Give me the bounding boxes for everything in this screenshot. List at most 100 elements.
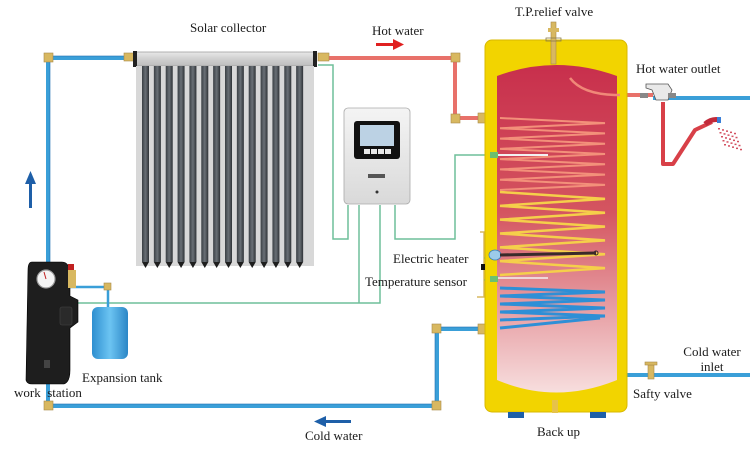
label-work-station: work station <box>14 385 82 400</box>
safety-relief-valve <box>68 270 76 288</box>
tube-tip <box>284 262 292 268</box>
tube-tip <box>260 262 268 268</box>
spray-drop <box>736 147 738 150</box>
vacuum-tube <box>177 66 185 262</box>
controller-lcd <box>360 125 394 146</box>
vacuum-tube <box>201 66 209 262</box>
tube-tip <box>142 262 149 268</box>
tube-tip <box>248 262 256 268</box>
shower-hose <box>661 102 713 166</box>
vacuum-tubes <box>142 66 304 268</box>
expansion-tank <box>92 307 128 359</box>
tank-foot <box>508 412 524 418</box>
water-spray-icon <box>718 128 742 151</box>
faucet-body <box>645 83 673 101</box>
elbow-fitting <box>431 323 442 334</box>
label-cold-water-inlet-1: Cold water <box>683 344 741 359</box>
electric-heater-element <box>499 251 597 257</box>
spray-drop <box>734 143 737 146</box>
coil-segment <box>499 286 606 322</box>
station-switch <box>44 360 50 368</box>
label-cold-water-inlet-2: inlet <box>700 359 724 374</box>
label-electric-heater: Electric heater <box>393 251 469 266</box>
tube-tip <box>236 262 244 268</box>
spray-drop <box>718 128 720 130</box>
label-solar-collector: Solar collector <box>190 20 267 35</box>
vacuum-tube <box>296 66 304 262</box>
hot-water-arrow-icon <box>376 39 404 50</box>
collector-header <box>133 51 317 67</box>
spray-drop <box>726 141 729 143</box>
pump-wire <box>32 205 381 304</box>
label-cold-water: Cold water <box>305 428 363 443</box>
spray-drop <box>725 137 727 139</box>
label-hot-water-outlet: Hot water outlet <box>636 61 721 76</box>
mixing-faucet <box>640 83 676 101</box>
faucet-cold-inlet <box>668 93 676 98</box>
tube-tip <box>189 262 197 268</box>
hot-draw-tube <box>569 77 620 97</box>
lower-heat-coil <box>499 286 606 330</box>
spray-drop <box>723 133 726 135</box>
work-station <box>25 261 79 385</box>
safety-valve <box>647 364 655 380</box>
backup-drain <box>552 400 558 413</box>
tube-tip <box>177 262 185 268</box>
storage-tank <box>481 21 628 418</box>
vacuum-tube <box>153 66 161 262</box>
label-back-up: Back up <box>537 424 580 439</box>
coil-segment <box>499 117 606 191</box>
tube-tip <box>225 262 232 268</box>
spray-drop <box>729 138 731 140</box>
vacuum-tube <box>142 66 149 262</box>
tube-tip <box>153 262 161 268</box>
shower-head <box>703 117 742 151</box>
elbow-fitting <box>450 113 461 124</box>
spray-drop <box>730 142 733 144</box>
elbow-fitting <box>431 400 442 411</box>
spray-drop <box>719 132 722 134</box>
return-up-arrow-icon <box>25 171 36 208</box>
pump-housing <box>59 306 73 326</box>
label-expansion-tank: Expansion tank <box>82 370 163 385</box>
elbow-fitting <box>43 400 54 411</box>
solar-controller <box>343 107 411 205</box>
label-hot-water: Hot water <box>372 23 424 38</box>
vacuum-tube <box>272 66 280 262</box>
label-safety-valve: Safty valve <box>633 386 692 401</box>
collector-sensor-wire <box>318 64 349 240</box>
tp-relief-valve <box>550 21 557 65</box>
flow-arrows <box>25 39 404 427</box>
spray-drop <box>722 129 724 131</box>
lower-temperature-probe <box>490 276 498 282</box>
spray-drop <box>726 130 728 132</box>
upper-heat-coil <box>499 117 606 191</box>
spray-drop <box>733 139 735 142</box>
spray-drop <box>737 140 739 143</box>
spray-drop <box>738 144 741 147</box>
spray-drop <box>734 132 736 135</box>
vacuum-tube <box>165 66 173 262</box>
spray-drop <box>731 135 734 138</box>
solar-collector <box>133 51 317 268</box>
tube-tip <box>201 262 209 268</box>
spray-drop <box>721 136 723 138</box>
controller-logo <box>368 174 385 178</box>
coil-segment <box>499 190 606 277</box>
electric-heater-plug <box>488 249 502 261</box>
controller-led <box>375 190 379 194</box>
vacuum-tube <box>225 66 232 262</box>
elbow-fitting <box>450 52 461 63</box>
collector-inlet-pipe <box>46 56 130 266</box>
spray-drop <box>722 140 725 142</box>
vacuum-tube <box>248 66 256 262</box>
elbow-fitting <box>43 52 54 63</box>
vacuum-tube <box>284 66 292 262</box>
safety-valve-cap <box>644 361 658 366</box>
label-temperature-sensor: Temperature sensor <box>365 274 467 289</box>
tube-tip <box>165 262 173 268</box>
cold-water-arrow-icon <box>314 416 351 427</box>
spray-drop <box>724 144 726 146</box>
vacuum-tube <box>236 66 244 262</box>
